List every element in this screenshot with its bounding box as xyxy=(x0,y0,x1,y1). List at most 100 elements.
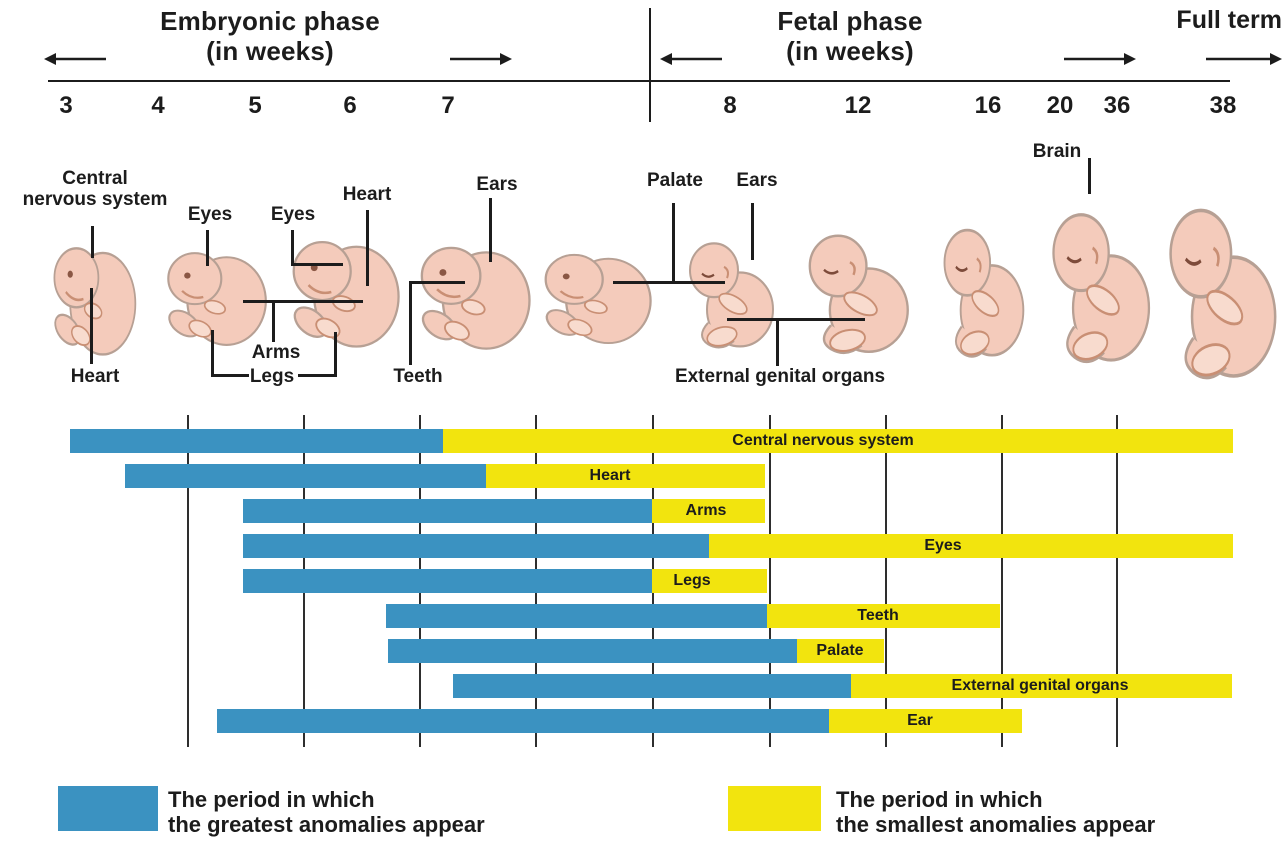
chart-gridline xyxy=(187,415,189,747)
organ-label-line: Heart xyxy=(342,184,392,205)
embryo-illustration xyxy=(544,253,652,345)
bar-greatest-anomalies-period xyxy=(243,499,652,523)
legend-swatch-greatest-anomalies xyxy=(58,786,158,831)
label-connector-line xyxy=(243,300,363,303)
bar-smallest-anomalies-period xyxy=(652,569,767,593)
phase-divider-line xyxy=(649,8,651,122)
week-tick-label: 6 xyxy=(343,92,357,119)
label-connector-line xyxy=(291,263,343,266)
arrow-icon xyxy=(450,53,512,65)
organ-label-line: Ears xyxy=(736,170,778,191)
embryonic-right-arrow xyxy=(450,52,512,66)
fetal-right-arrow xyxy=(1064,52,1136,66)
arrow-icon xyxy=(660,53,722,65)
fetal-left-arrow xyxy=(660,52,722,66)
bar-label: Legs xyxy=(673,572,711,589)
arrow-icon xyxy=(44,53,106,65)
week-tick-label: 4 xyxy=(151,92,165,119)
week-tick-label: 38 xyxy=(1209,92,1237,119)
bar-smallest-anomalies-period xyxy=(709,534,1233,558)
embryo-figure-6 xyxy=(680,240,780,352)
embryo-illustration xyxy=(1169,208,1277,380)
organ-label-line: Eyes xyxy=(270,204,316,225)
embryo-figure-10 xyxy=(1158,205,1284,385)
fetal-phase-title: Fetal phase xyxy=(777,6,923,36)
embryonic-phase-subtitle: (in weeks) xyxy=(206,36,334,66)
embryo-illustration xyxy=(1052,213,1151,364)
label-connector-line xyxy=(727,318,865,321)
organ-label-line: Ears xyxy=(476,174,518,195)
embryo-figure-5 xyxy=(540,248,654,346)
bar-greatest-anomalies-period xyxy=(386,604,767,628)
label-connector-line xyxy=(211,374,249,377)
organ-label-line: Teeth xyxy=(393,366,443,387)
bar-greatest-anomalies-period xyxy=(453,674,851,698)
embryo-figure-7 xyxy=(798,232,916,358)
organ-label-line: Palate xyxy=(647,170,703,191)
week-tick-label: 12 xyxy=(844,92,872,119)
label-connector-line xyxy=(489,198,492,262)
full-term-arrow xyxy=(1206,52,1282,66)
week-tick-label: 5 xyxy=(248,92,262,119)
label-connector-line xyxy=(409,281,412,365)
week-axis-line xyxy=(48,80,1230,82)
bar-smallest-anomalies-period xyxy=(767,604,1000,628)
embryo-illustration xyxy=(420,246,531,350)
label-connector-line xyxy=(334,332,337,377)
label-connector-line xyxy=(1088,158,1091,194)
embryo-figure-4 xyxy=(416,240,533,352)
label-connector-line xyxy=(776,318,779,366)
organ-label-line: Heart xyxy=(70,366,120,387)
bar-greatest-anomalies-period xyxy=(243,534,709,558)
label-connector-line xyxy=(298,374,337,377)
bar-label: Palate xyxy=(816,642,864,659)
bar-label: Arms xyxy=(685,502,727,519)
week-tick-label: 20 xyxy=(1046,92,1074,119)
bar-smallest-anomalies-period xyxy=(829,709,1022,733)
embryonic-phase-title: Embryonic phase xyxy=(160,6,380,36)
embryo-figure-8 xyxy=(935,226,1030,362)
embryonic-left-arrow xyxy=(44,52,106,66)
chart-gridline xyxy=(769,415,771,747)
week-tick-label: 3 xyxy=(59,92,73,119)
label-connector-line xyxy=(366,210,369,286)
legend-line: The period in which xyxy=(836,787,1043,812)
organ-label: Ears xyxy=(377,174,617,195)
embryo-figure-3 xyxy=(288,234,402,350)
bar-smallest-anomalies-period xyxy=(486,464,765,488)
organ-label: Arms xyxy=(156,342,396,363)
embryo-figure-1 xyxy=(50,240,138,358)
embryo-illustration xyxy=(53,247,137,356)
label-connector-line xyxy=(91,226,94,258)
organ-label: Ears xyxy=(637,170,877,191)
bar-greatest-anomalies-period xyxy=(388,639,797,663)
bar-label: Central nervous system xyxy=(732,432,914,449)
label-connector-line xyxy=(291,230,294,266)
chart-gridline xyxy=(885,415,887,747)
label-connector-line xyxy=(272,300,275,342)
embryo-illustration xyxy=(689,242,774,349)
chart-gridline xyxy=(1116,415,1118,747)
organ-label: Legs xyxy=(152,366,392,387)
organ-label-line: Eyes xyxy=(187,204,233,225)
organ-label-line: External genital organs xyxy=(674,366,886,387)
week-tick-label: 36 xyxy=(1103,92,1131,119)
legend-line: the greatest anomalies appear xyxy=(168,812,485,837)
chart-gridline xyxy=(1001,415,1003,747)
organ-label: External genital organs xyxy=(660,366,900,387)
bar-label: Ear xyxy=(907,712,933,729)
embryo-figure-9 xyxy=(1042,210,1157,368)
bar-greatest-anomalies-period xyxy=(243,569,652,593)
organ-label-line: Brain xyxy=(1032,141,1082,162)
arrow-icon xyxy=(1064,53,1136,65)
organ-label: Teeth xyxy=(298,366,538,387)
organ-label-line: Central xyxy=(62,168,128,189)
legend-text-smallest-anomalies: The period in which the smallest anomali… xyxy=(836,787,1266,837)
arrow-icon xyxy=(1206,53,1282,65)
organ-label: Palate xyxy=(555,170,795,191)
bar-smallest-anomalies-period xyxy=(851,674,1232,698)
legend-text-greatest-anomalies: The period in which the greatest anomali… xyxy=(168,787,588,837)
bar-smallest-anomalies-period xyxy=(443,429,1233,453)
